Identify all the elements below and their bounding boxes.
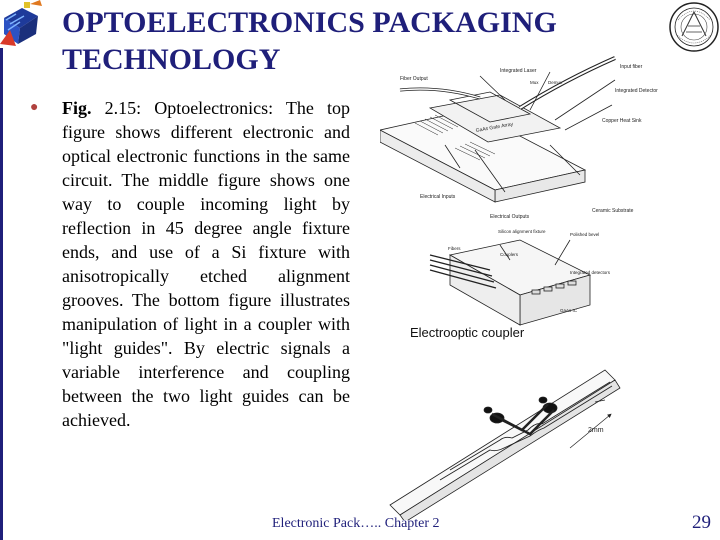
label-integrated-detector: Integrated Detector xyxy=(615,88,658,94)
left-accent-bar xyxy=(0,0,3,540)
label-couplers: Couplers xyxy=(500,252,519,257)
label-demux: Demux xyxy=(548,80,563,85)
label-ceramic-substrate: Ceramic Substrate xyxy=(592,208,634,214)
figure-bottom-diagram xyxy=(389,369,621,520)
bullet-item: ● Fig. 2.15: Optoelectronics: The top fi… xyxy=(30,96,350,432)
label-polished-bevel: Polished bevel xyxy=(570,232,599,237)
label-electrical-outputs: Electrical Outputs xyxy=(490,214,530,220)
label-silicon-fixture: Silicon alignment fixture xyxy=(498,229,546,234)
university-seal-icon xyxy=(669,2,719,52)
bullet-bold-label: Fig. xyxy=(62,98,92,118)
scale-label: 2mm xyxy=(588,427,604,434)
bullet-body: 2.15: Optoelectronics: The top figure sh… xyxy=(62,98,350,430)
label-ic: GaAs IC xyxy=(560,308,578,313)
label-fibers: Fibers xyxy=(448,246,461,251)
label-input-fiber: Input fiber xyxy=(620,64,643,70)
label-copper-heat-sink: Copper Heat Sink xyxy=(602,118,642,124)
slide-title: OPTOELECTRONICS PACKAGING TECHNOLOGY xyxy=(62,4,622,78)
figure-middle-diagram xyxy=(429,239,592,326)
page-number: 29 xyxy=(692,512,711,533)
label-mux: Mux xyxy=(530,80,539,85)
optoelectronics-figure: Fiber Output Integrated Laser Mux Demux … xyxy=(380,56,658,520)
coupler-caption: Electrooptic coupler xyxy=(410,325,525,340)
figure-top-diagram xyxy=(380,56,616,203)
label-fiber-output: Fiber Output xyxy=(400,76,428,82)
university-logo-icon xyxy=(0,0,44,48)
footer-text: Electronic Pack….. Chapter 2 xyxy=(272,516,440,531)
label-integrated-laser: Integrated Laser xyxy=(500,68,537,74)
bullet-dot: ● xyxy=(30,100,39,115)
title-line-1: OPTOELECTRONICS PACKAGING xyxy=(62,6,557,39)
label-integrated-detectors: Integrated detectors xyxy=(570,270,611,275)
label-electrical-inputs: Electrical Inputs xyxy=(420,194,456,200)
bullet-text: Fig. 2.15: Optoelectronics: The top figu… xyxy=(62,96,350,432)
title-line-2: TECHNOLOGY xyxy=(62,43,281,76)
